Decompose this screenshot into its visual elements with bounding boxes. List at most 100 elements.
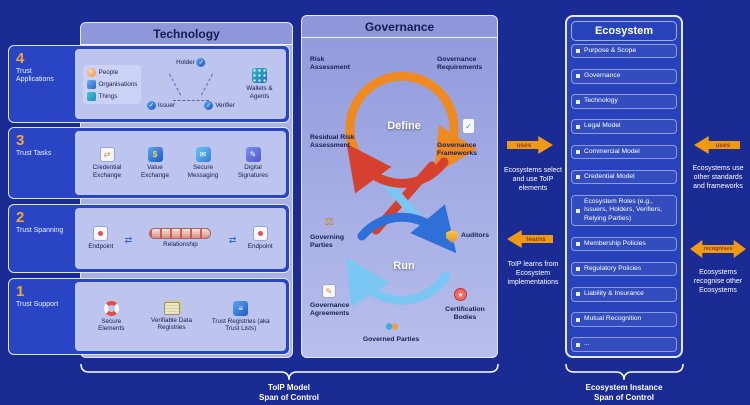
toip-span-label: ToIP Model Span of Control — [259, 383, 319, 403]
recognises-arrow-label: recognises — [703, 246, 733, 252]
ecosystem-item-purpose-scope: Purpose & Scope — [571, 44, 677, 59]
governance-frameworks-icon — [462, 118, 475, 134]
layer-1-tab: 1 Trust Support — [12, 282, 72, 351]
holder-icon — [196, 58, 206, 67]
link-arrows-icon — [125, 230, 133, 248]
ecosystem-item-liability-insurance: Liability & Insurance — [571, 287, 677, 302]
layer-3-content: Credential Exchange Value Exchange Secur… — [75, 131, 286, 195]
secure-messaging-label: Secure Messaging — [187, 164, 219, 179]
relationship-label: Relationship — [163, 241, 198, 249]
ecosystems-use-standards-note: Ecosystems use other standards and frame… — [692, 165, 744, 191]
things-icon — [86, 91, 96, 101]
uses-arrow-label: uses — [516, 141, 532, 149]
people-label: People — [98, 68, 119, 76]
ecosystem-span-label: Ecosystem Instance Span of Control — [585, 383, 663, 403]
bullet-icon — [576, 292, 580, 297]
holder-issuer-verifier-triangle: Holder Issuer Verifier — [146, 58, 235, 110]
dashed-line — [172, 100, 209, 101]
ecosystem-item-technology: Technology — [571, 94, 677, 109]
relationship-item: Relationship — [143, 228, 217, 248]
layer-label: Trust Applications — [16, 68, 54, 84]
things-item: Things — [86, 91, 138, 101]
issuer-icon — [146, 101, 156, 110]
value-exchange-label: Value Exchange — [140, 164, 169, 179]
governing-parties-icon — [322, 214, 336, 228]
secure-elements-icon — [103, 300, 119, 316]
uses-standards-arrow-icon: uses — [694, 136, 740, 154]
ecosystem-item-governance: Governance — [571, 69, 677, 84]
verifiable-data-registries-icon — [163, 301, 180, 315]
ecosystem-item-regulatory-policies: Regulatory Policies — [571, 262, 677, 277]
bullet-icon — [576, 99, 580, 104]
digital-signatures-icon — [245, 147, 261, 163]
things-label: Things — [98, 92, 118, 100]
holder-label: Holder — [176, 59, 195, 66]
endpoint-right-label: Endpoint — [247, 243, 273, 251]
learns-arrow-left-icon: learns — [507, 230, 553, 248]
layer-2-content: Endpoint Relationship Endpoint — [75, 208, 286, 269]
layer-4-content: People Organisations Things Holder — [75, 49, 286, 119]
verifier-label: Verifier — [215, 102, 235, 109]
layer-number: 1 — [16, 283, 25, 300]
secure-messaging-item: Secure Messaging — [184, 147, 222, 179]
relationship-pipe-icon — [149, 228, 212, 240]
layer-4-tab: 4 Trust Applications — [12, 49, 72, 119]
endpoint-left-label: Endpoint — [88, 243, 114, 251]
risk-assessment-label: Risk Assessment — [310, 56, 351, 72]
ecosystem-list: Purpose & Scope Governance Technology Le… — [571, 44, 677, 352]
layer-4-trust-applications: 4 Trust Applications People Organisation… — [8, 45, 290, 123]
bullet-icon — [576, 149, 580, 154]
verifiable-data-registries-item: Verifiable Data Registries — [146, 301, 198, 331]
parties-group: People Organisations Things — [82, 64, 142, 104]
endpoint-left-item: Endpoint — [88, 226, 113, 250]
bullet-icon — [576, 242, 580, 247]
organisations-icon — [86, 79, 96, 89]
governance-title: Governance — [302, 16, 497, 38]
ecosystem-item-membership-policies: Membership Policies — [571, 236, 677, 252]
bullet-icon — [576, 317, 580, 322]
certification-bodies-icon — [454, 288, 467, 301]
span-braces — [80, 363, 684, 381]
bullet-icon — [576, 174, 580, 179]
ecosystems-use-toip-note: Ecosystems select and use ToIP elements — [504, 167, 562, 193]
ecosystem-item-mutual-recognition: Mutual Recognition — [571, 312, 677, 327]
governance-agreements-icon — [322, 284, 336, 298]
organisations-label: Organisations — [98, 80, 138, 88]
digital-signatures-label: Digital Signatures — [237, 164, 269, 179]
ecosystem-item-credential-model: Credential Model — [571, 169, 677, 185]
layer-1-trust-support: 1 Trust Support Secure Elements Verifiab… — [8, 278, 290, 355]
layer-3-tab: 3 Trust Tasks — [12, 131, 72, 195]
wallets-agents-label: Wallets & Agents — [246, 85, 273, 100]
layer-number: 3 — [16, 132, 25, 149]
holder-item: Holder — [176, 58, 206, 67]
bullet-icon — [576, 342, 580, 347]
ecosystem-title: Ecosystem — [571, 21, 677, 41]
dashed-line — [168, 73, 181, 96]
governance-panel: Governance Define Run Risk Assessment — [301, 15, 498, 358]
residual-risk-assessment-label: Residual Risk Assessment — [310, 134, 355, 150]
secure-messaging-icon — [195, 147, 211, 163]
issuer-item: Issuer — [146, 101, 175, 110]
credential-exchange-icon — [99, 147, 115, 163]
wallets-agents-icon — [251, 68, 267, 84]
layer-number: 2 — [16, 209, 25, 226]
value-exchange-icon — [147, 147, 163, 163]
governed-parties-label: Governed Parties — [362, 336, 420, 343]
auditors-label: Auditors — [461, 232, 489, 240]
trust-registries-item: Trust Registries (aka Trust Lists) — [210, 300, 272, 332]
ecosystem-panel: Ecosystem Purpose & Scope Governance Tec… — [565, 15, 683, 358]
uses-arrow-right-icon: uses — [507, 136, 553, 154]
toip-learns-note: ToIP learns from Ecosystem implementatio… — [507, 261, 559, 287]
endpoint-right-item: Endpoint — [248, 226, 273, 250]
technology-title: Technology — [81, 23, 292, 45]
people-icon — [86, 67, 96, 77]
governing-parties-label: Governing Parties — [310, 234, 344, 250]
learns-arrow-label: learns — [526, 235, 546, 243]
layer-label: Trust Spanning — [16, 227, 64, 234]
bullet-icon — [576, 124, 580, 129]
layer-1-content: Secure Elements Verifiable Data Registri… — [75, 282, 286, 351]
people-item: People — [86, 67, 138, 77]
layer-2-tab: 2 Trust Spanning — [12, 208, 72, 269]
credential-exchange-item: Credential Exchange — [88, 147, 126, 179]
bullet-icon — [576, 208, 580, 213]
